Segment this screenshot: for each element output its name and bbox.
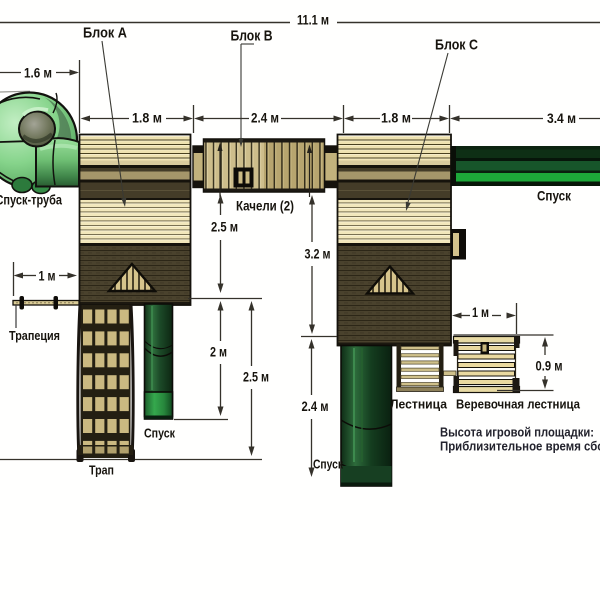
svg-text:Трап: Трап bbox=[89, 463, 114, 478]
svg-text:1 м: 1 м bbox=[39, 269, 56, 284]
svg-text:2 м: 2 м bbox=[210, 345, 227, 360]
svg-text:Спуск-труба: Спуск-труба bbox=[0, 192, 62, 208]
svg-text:Спуск: Спуск bbox=[144, 426, 175, 441]
svg-text:0.9 м: 0.9 м bbox=[536, 359, 563, 374]
svg-text:Приблизительное время сборки: Приблизительное время сборки bbox=[440, 439, 600, 454]
svg-text:1.6 м: 1.6 м bbox=[24, 66, 52, 81]
svg-text:Блок B: Блок B bbox=[231, 28, 273, 45]
svg-text:Трапеция: Трапеция bbox=[9, 329, 60, 343]
svg-text:2.5 м: 2.5 м bbox=[243, 370, 269, 385]
svg-text:3.2 м: 3.2 м bbox=[305, 247, 331, 262]
svg-text:2.4 м: 2.4 м bbox=[302, 399, 329, 414]
svg-text:Лестница: Лестница bbox=[390, 397, 448, 412]
svg-text:Спуск: Спуск bbox=[537, 188, 572, 204]
svg-text:Качели (2): Качели (2) bbox=[236, 198, 294, 214]
svg-text:Высота игровой площадки:: Высота игровой площадки: bbox=[440, 425, 594, 440]
svg-text:1 м: 1 м bbox=[472, 305, 489, 320]
svg-text:Веревочная лестница: Веревочная лестница bbox=[456, 397, 581, 412]
svg-text:3.4 м: 3.4 м bbox=[547, 111, 576, 126]
svg-text:1.8 м: 1.8 м bbox=[381, 111, 411, 126]
svg-text:2.5 м: 2.5 м bbox=[211, 220, 238, 235]
svg-text:Блок A: Блок A bbox=[83, 25, 127, 42]
svg-text:11.1 м: 11.1 м bbox=[297, 13, 329, 28]
svg-text:2.4 м: 2.4 м bbox=[251, 111, 279, 126]
svg-text:Спуск: Спуск bbox=[313, 457, 343, 472]
svg-text:Блок C: Блок C bbox=[435, 37, 478, 54]
svg-text:1.8 м: 1.8 м bbox=[132, 111, 162, 126]
